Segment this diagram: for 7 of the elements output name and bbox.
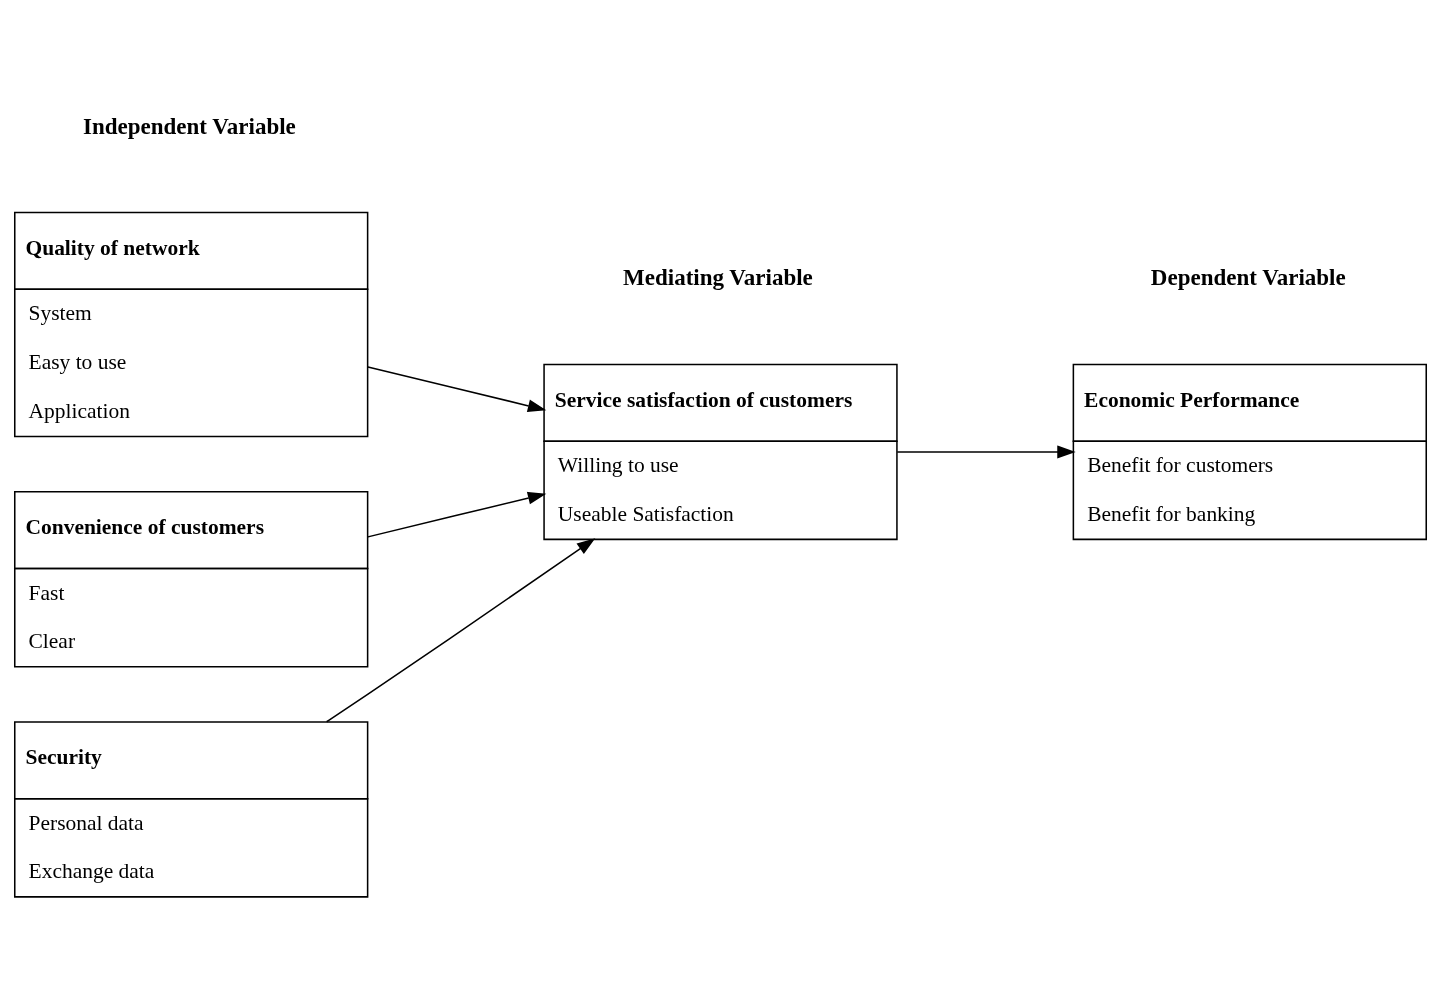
label: Dependent Variable [1150, 263, 1346, 290]
arrow [896, 445, 1076, 458]
label: Mediating Variable [623, 263, 813, 290]
label: Independent Variable [83, 112, 296, 139]
arrow [367, 365, 547, 412]
arrow [367, 491, 547, 538]
arrow [325, 537, 596, 723]
